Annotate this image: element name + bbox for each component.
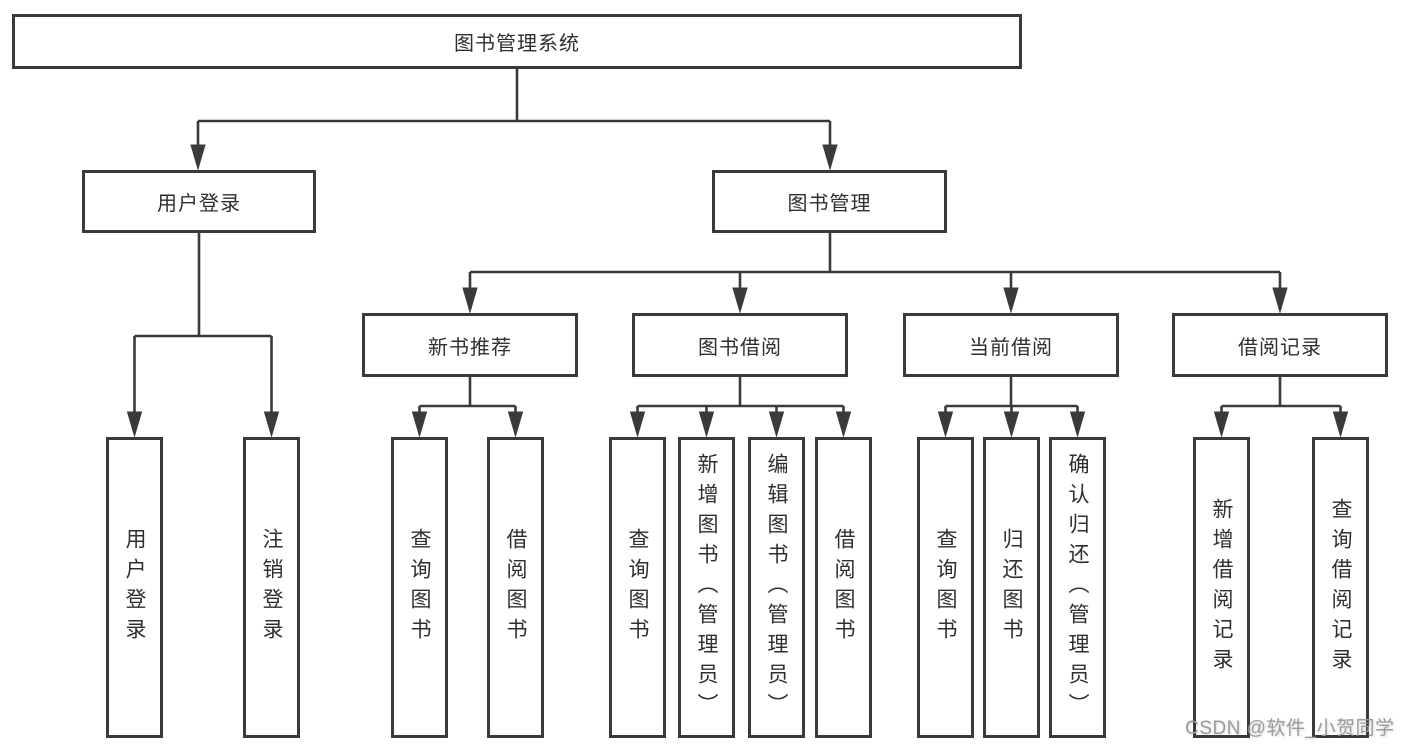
leaf-confirm-return-admin-label: 确认归还（管理员） [1066, 452, 1089, 723]
leaf-query-books-borrowing-label: 查询图书 [626, 527, 649, 648]
leaf-borrow-books-borrowing-label: 借阅图书 [832, 527, 855, 648]
leaf-query-books-newbooks: 查询图书 [391, 437, 448, 738]
connector-book-mgmt-to-submodules [462, 233, 1288, 314]
connector-book-borrow-to-leaves [629, 377, 852, 438]
node-current-borrowing: 当前借阅 [903, 313, 1119, 377]
node-book-management-module: 图书管理 [712, 170, 947, 233]
leaf-add-book-admin-label: 新增图书（管理员） [695, 452, 718, 723]
node-library-management-system: 图书管理系统 [12, 14, 1022, 69]
leaf-query-books-current: 查询图书 [917, 437, 974, 738]
leaf-user-login-label: 用户登录 [123, 527, 146, 648]
connector-new-books-to-leaves [411, 377, 524, 438]
leaf-borrow-books-newbooks-label: 借阅图书 [504, 527, 527, 648]
connector-current-borrow-to-leaves [937, 377, 1086, 438]
leaf-return-book: 归还图书 [983, 437, 1040, 738]
leaf-edit-book-admin: 编辑图书（管理员） [748, 437, 805, 738]
node-book-borrowing: 图书借阅 [632, 313, 848, 377]
leaf-add-borrow-record-label: 新增借阅记录 [1210, 497, 1233, 678]
node-borrowing-records: 借阅记录 [1172, 313, 1388, 377]
leaf-return-book-label: 归还图书 [1000, 527, 1023, 648]
leaf-borrow-books-borrowing: 借阅图书 [815, 437, 872, 738]
leaf-confirm-return-admin: 确认归还（管理员） [1049, 437, 1106, 738]
node-new-book-recommendation: 新书推荐 [362, 313, 578, 377]
leaf-add-book-admin: 新增图书（管理员） [678, 437, 735, 738]
leaf-user-login: 用户登录 [106, 437, 163, 738]
connector-user-login-to-leaves [126, 233, 280, 438]
csdn-watermark: CSDN @软件_小贺同学 [1185, 718, 1395, 739]
leaf-query-books-borrowing: 查询图书 [609, 437, 666, 738]
leaf-query-books-newbooks-label: 查询图书 [408, 527, 431, 648]
leaf-query-borrow-record: 查询借阅记录 [1312, 437, 1369, 738]
leaf-query-books-current-label: 查询图书 [934, 527, 957, 648]
leaf-logout-label: 注销登录 [260, 527, 283, 648]
connector-root-to-modules [190, 68, 838, 171]
leaf-borrow-books-newbooks: 借阅图书 [487, 437, 544, 738]
leaf-logout: 注销登录 [243, 437, 300, 738]
leaf-query-borrow-record-label: 查询借阅记录 [1329, 497, 1352, 678]
leaf-edit-book-admin-label: 编辑图书（管理员） [765, 452, 788, 723]
leaf-add-borrow-record: 新增借阅记录 [1193, 437, 1250, 738]
node-user-login-module: 用户登录 [82, 170, 316, 233]
connector-borrow-records-to-leaves [1213, 377, 1349, 438]
